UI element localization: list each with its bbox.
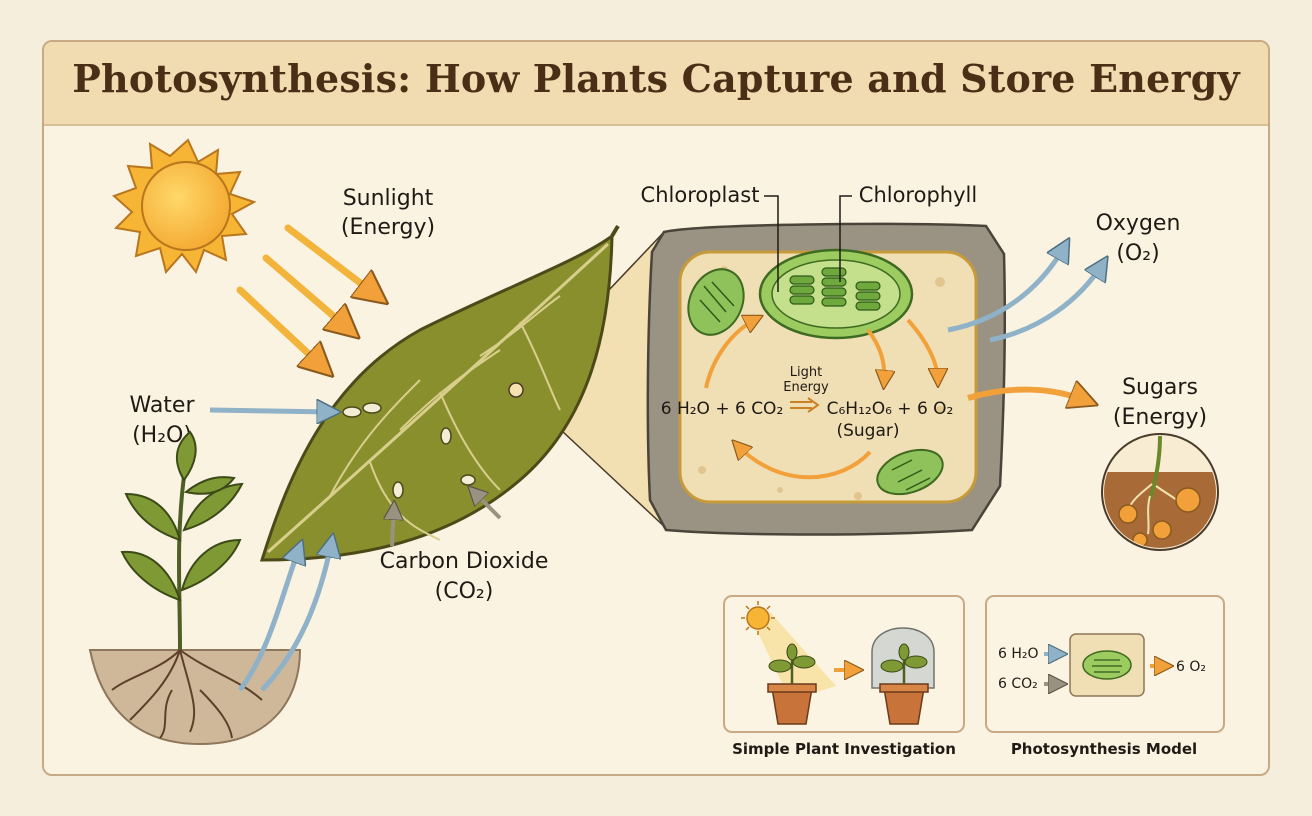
equation-sugar-note: (Sugar) [836,421,899,441]
zoom-cone [516,232,668,530]
sunlight-label: Sunlight [343,186,434,211]
leaf-illustration [259,224,620,562]
chloroplast-pointer [764,195,779,292]
oxygen-arrows [947,244,1104,343]
sunlight-sub-label: (Energy) [341,215,435,240]
investigation-caption: Simple Plant Investigation [732,740,956,758]
chlorophyll-label: Chlorophyll [859,183,977,207]
co2-label: Carbon Dioxide [380,549,549,574]
title-band: Photosynthesis: How Plants Capture and S… [44,42,1268,126]
model-chloroplast-icon [1082,650,1132,680]
sugars-sub-label: (Energy) [1113,405,1207,430]
oxygen-sub-label: (O₂) [1116,241,1159,266]
investigation-panel: Simple Plant Investigation [723,595,965,758]
equation-products: C₆H₁₂O₆ + 6 O₂ [827,399,954,419]
sun-icon [112,138,257,275]
small-sun-icon [741,601,775,635]
equation-energy-label: Energy [783,380,829,395]
pot-plant-left [767,643,817,725]
sunlight-arrows [236,224,380,370]
model-panel: 6 H₂O 6 CO₂ 6 O₂ Photosynthesis Model [985,595,1225,758]
pot-plant-dome [871,627,935,725]
equation-arrow [790,397,820,413]
storage-root-illustration [1101,433,1219,551]
sugars-label: Sugars [1122,375,1198,400]
co2-sub-label: (CO₂) [435,579,494,604]
co2-arrows [392,490,502,547]
chloroplast-label: Chloroplast [641,183,760,207]
plant-cell-illustration [646,222,1007,536]
oxygen-label: Oxygen [1096,211,1181,236]
sugar-arrow [967,389,1090,402]
model-caption: Photosynthesis Model [1011,740,1197,758]
model-input-water: 6 H₂O [998,646,1039,662]
model-output-oxygen: 6 O₂ [1176,659,1206,675]
water-label: Water [129,393,195,418]
equation-reactants: 6 H₂O + 6 CO₂ [661,399,784,419]
diagram-title: Photosynthesis: How Plants Capture and S… [72,56,1240,101]
chlorophyll-pointer [839,195,852,282]
model-input-co2: 6 CO₂ [998,676,1038,692]
water-arrow [209,410,334,412]
equation-light-label: Light [790,365,822,380]
soil-plant-illustration [88,430,332,746]
